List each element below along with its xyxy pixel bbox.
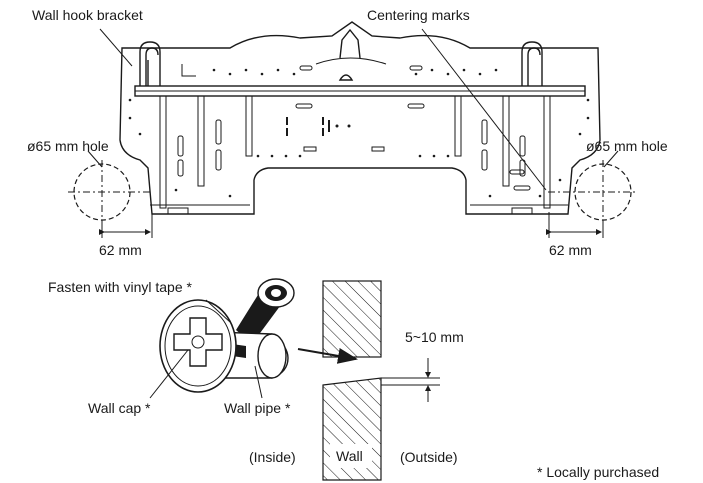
hole-right bbox=[548, 160, 637, 228]
gap-dimension bbox=[381, 358, 440, 402]
label-dim-left: 62 mm bbox=[99, 242, 142, 258]
label-wall: Wall bbox=[336, 448, 363, 464]
hole-left-leader bbox=[87, 150, 103, 168]
label-dim-right: 62 mm bbox=[549, 242, 592, 258]
label-outside: (Outside) bbox=[400, 449, 458, 465]
label-gap: 5~10 mm bbox=[405, 329, 464, 345]
label-hole-left: ø65 mm hole bbox=[27, 138, 109, 154]
label-wall-pipe: Wall pipe * bbox=[224, 400, 291, 416]
bracket-center-marks bbox=[181, 64, 385, 152]
insert-arrow bbox=[297, 348, 358, 364]
wall-pipe-leader bbox=[254, 365, 263, 399]
hole-right-leader bbox=[603, 150, 619, 168]
label-fasten-tape: Fasten with vinyl tape * bbox=[48, 279, 193, 295]
wall-section bbox=[322, 280, 382, 481]
hole-left bbox=[68, 160, 150, 228]
bracket-dots bbox=[128, 68, 590, 198]
wall-cap bbox=[159, 299, 237, 393]
label-local-note: * Locally purchased bbox=[537, 464, 659, 480]
dimension-left bbox=[99, 212, 153, 238]
label-centering-marks: Centering marks bbox=[367, 7, 470, 23]
label-wall-hook-bracket: Wall hook bracket bbox=[32, 7, 143, 23]
label-inside: (Inside) bbox=[249, 449, 296, 465]
wall-hook-bracket bbox=[119, 21, 601, 215]
label-hole-right: ø65 mm hole bbox=[586, 138, 668, 154]
dimension-right bbox=[546, 212, 604, 238]
vinyl-tape-roll bbox=[236, 278, 295, 344]
bracket-hooks bbox=[139, 28, 543, 86]
bracket-leader bbox=[99, 28, 133, 67]
wall-cap-leader bbox=[149, 349, 189, 399]
tape-leader bbox=[205, 299, 231, 323]
label-wall-cap: Wall cap * bbox=[88, 400, 151, 416]
bracket-slots bbox=[167, 65, 533, 215]
centering-leader bbox=[421, 28, 547, 191]
bracket-ribs bbox=[159, 95, 551, 209]
bracket-outline bbox=[119, 21, 601, 215]
